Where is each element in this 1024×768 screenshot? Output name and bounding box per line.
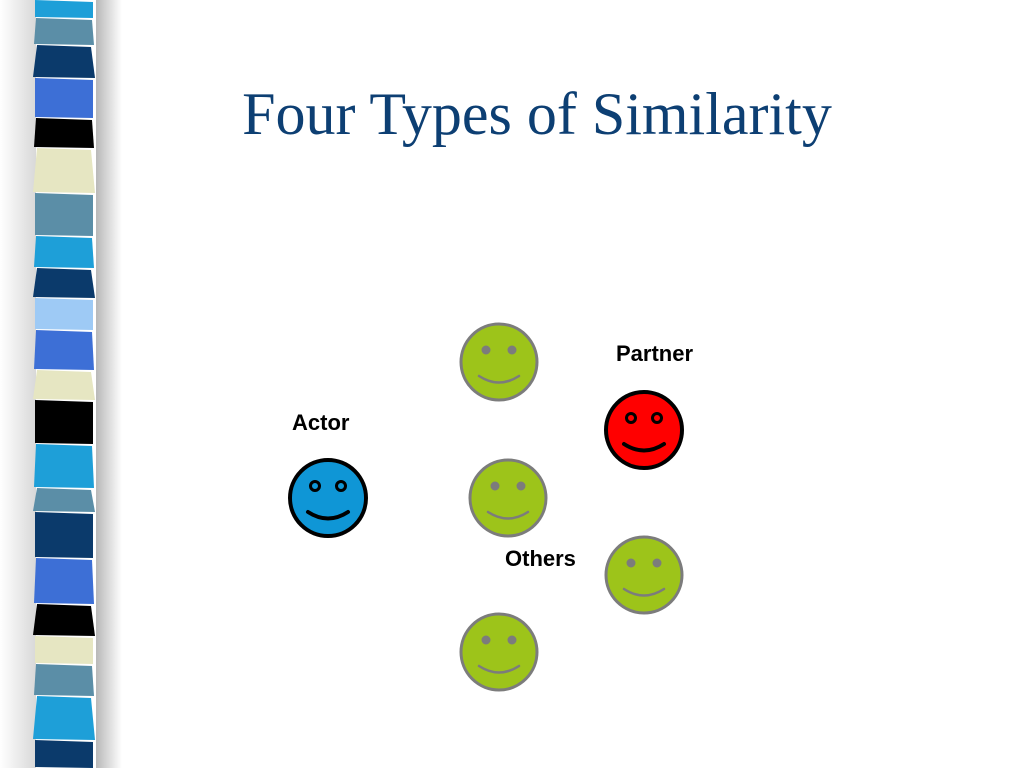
face-eye [335,480,347,492]
stripe-segment [34,444,94,488]
stripe-segment [33,268,95,298]
actor-face [288,458,368,538]
face-eye [626,558,636,568]
stripe-segment [34,558,94,604]
face-eye [309,480,321,492]
others-label: Others [505,546,576,571]
face-eye [625,412,637,424]
stripe-segment [35,636,93,664]
stripe-segment [35,78,93,118]
stripe-segment [33,45,95,78]
face-circle [468,458,548,538]
stripe-segment [35,298,93,330]
face-smile [306,510,350,521]
face-eye [516,481,526,491]
stripe-segment [34,236,94,268]
others-face [468,458,548,538]
partner-face [604,390,684,470]
stripe-segment [33,148,95,193]
others-face [459,612,539,692]
others-face [604,535,684,615]
partner-label: Partner [616,341,694,366]
face-eye [652,558,662,568]
stripe-segment [35,740,93,768]
stripe-segment [35,0,93,18]
face-eye [651,412,663,424]
stripe-segment [34,18,94,45]
face-circle [604,535,684,615]
face-circle [288,458,368,538]
others-face [459,322,539,402]
stripe-segment [33,696,95,740]
stripe-segment [33,370,95,400]
face-circle [459,612,539,692]
face-smile [477,374,521,384]
stripe-segment [33,488,95,512]
face-smile [622,587,666,597]
face-smile [486,510,530,520]
face-eye [490,481,500,491]
face-eye [507,345,517,355]
stripe-segment [34,664,94,696]
face-smile [477,664,521,674]
stripe-segment [35,400,93,444]
stripe-segment [35,193,93,236]
face-eye [481,345,491,355]
face-eye [481,635,491,645]
stripe-segment [35,512,93,558]
stripe-shadow [96,0,122,768]
face-circle [604,390,684,470]
stripe-segment [33,604,95,636]
face-smile [622,442,666,453]
stripe-segment [34,330,94,370]
stripe-segment [34,118,94,148]
slide-title: Four Types of Similarity [242,81,832,147]
actor-label: Actor [292,410,350,435]
face-eye [507,635,517,645]
face-circle [459,322,539,402]
decorative-stripe-bar [0,0,95,768]
